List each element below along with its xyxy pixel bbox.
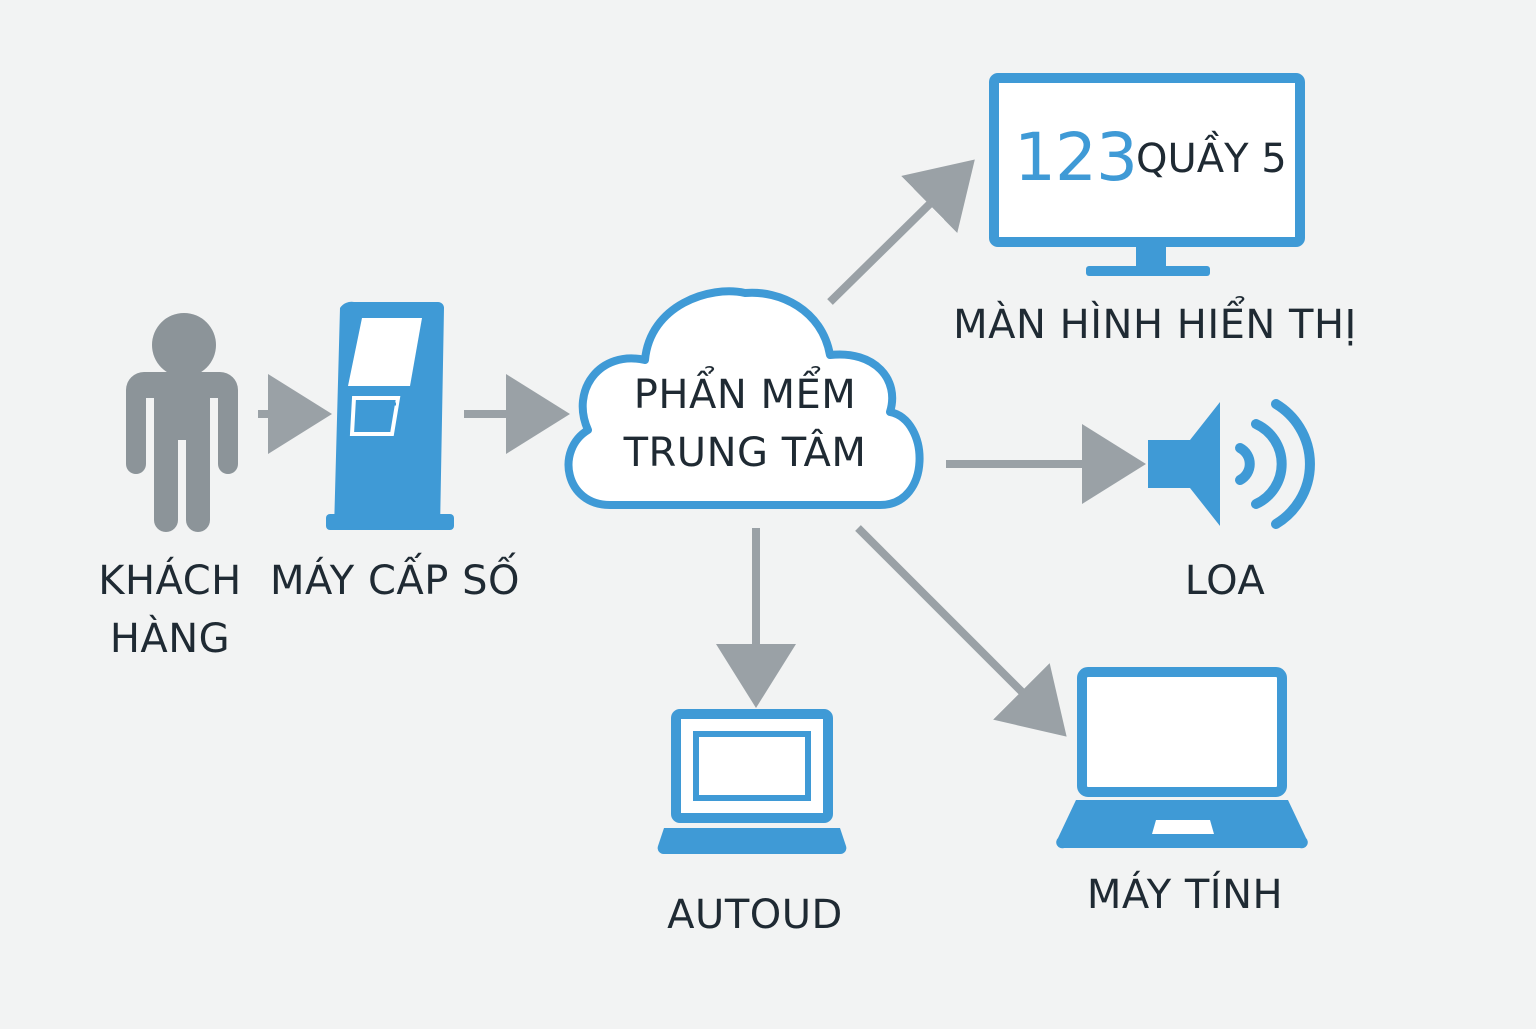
monitor-icon (989, 73, 1305, 276)
customer-label: KHÁCH HÀNG (70, 552, 270, 668)
ticket-kiosk-icon (326, 301, 454, 530)
monitor-label: MÀN HÌNH HIỂN THỊ (953, 302, 1357, 348)
customer-label-line-2: HÀNG (109, 616, 231, 662)
cloud-label: PHẨN MỂM TRUNG TÂM (580, 366, 910, 482)
person-icon (126, 313, 238, 532)
cloud-label-line-2: TRUNG TÂM (623, 430, 867, 476)
cloud-icon (564, 287, 924, 509)
laptop-icon-large (1056, 667, 1308, 849)
customer-label-line-1: KHÁCH (98, 558, 242, 604)
laptop-large-label: MÁY TÍNH (1086, 872, 1284, 918)
monitor-screen-counter: QUẦY 5 (1136, 136, 1287, 182)
speaker-icon (1148, 399, 1315, 529)
cloud-label-line-1: PHẨN MỂM (633, 372, 857, 418)
speaker-label: LOA (1184, 558, 1266, 604)
laptop-icon-small (657, 709, 847, 855)
monitor-screen-number: 123 (1014, 119, 1138, 196)
kiosk-label: MÁY CẤP SỐ (270, 558, 520, 604)
laptop-small-label: AUTOUD (667, 892, 843, 938)
edge-cloud-monitor (827, 159, 975, 305)
edge-cloud-laptop-large (855, 525, 1067, 737)
